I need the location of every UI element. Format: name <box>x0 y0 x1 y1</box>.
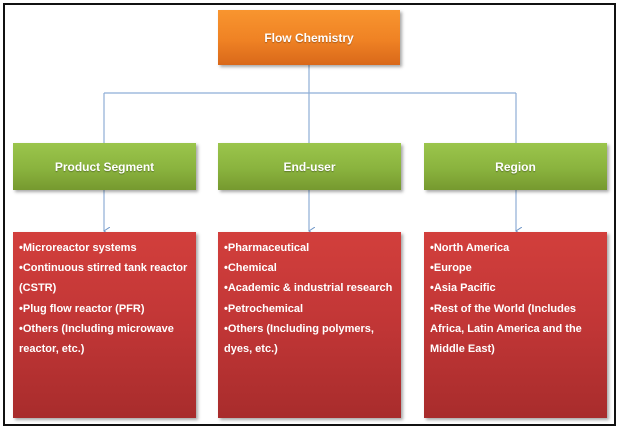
bullet-icon: • <box>19 262 23 275</box>
bullet-icon: • <box>19 322 23 335</box>
list-item: •North America <box>430 238 601 258</box>
list-node-product-segment: •Microreactor systems •Continuous stirre… <box>13 232 196 418</box>
category-label: Product Segment <box>54 159 155 174</box>
bullet-icon: • <box>430 282 434 295</box>
list-item-text: Chemical <box>227 262 277 275</box>
list-item-text: Continuous stirred tank reactor (CSTR) <box>19 262 188 295</box>
list-item: •Others (Including microwave reactor, et… <box>19 319 190 359</box>
list-item: •Europe <box>430 258 601 278</box>
bullet-icon: • <box>224 302 228 315</box>
list-item: •Plug flow reactor (PFR) <box>19 299 190 319</box>
list-item-text: Others (Including polymers, dyes, etc.) <box>224 322 374 356</box>
bullet-icon: • <box>224 262 228 275</box>
list-item: •Microreactor systems <box>19 238 190 258</box>
bullet-icon: • <box>430 302 434 315</box>
list-item-text: Pharmaceutical <box>227 242 310 254</box>
category-label: End-user <box>283 159 336 174</box>
list-item: •Continuous stirred tank reactor (CSTR) <box>19 258 190 298</box>
list-item: •Petrochemical <box>224 299 395 319</box>
list-item-text: Academic & industrial research <box>227 282 393 295</box>
diagram-frame <box>3 3 616 426</box>
bullet-icon: • <box>224 322 228 335</box>
list-item-text: Plug flow reactor (PFR) <box>22 302 145 315</box>
list-item-text: Rest of the World (Includes Africa, Lati… <box>430 302 582 356</box>
list-item: •Pharmaceutical <box>224 238 395 258</box>
bullet-icon: • <box>19 242 23 254</box>
list-item-text: Asia Pacific <box>433 282 496 295</box>
category-node-end-user: End-user <box>218 143 401 190</box>
bullet-icon: • <box>224 242 228 254</box>
category-node-region: Region <box>424 143 607 190</box>
category-node-product-segment: Product Segment <box>13 143 196 190</box>
list-node-region: •North America •Europe •Asia Pacific •Re… <box>424 232 607 418</box>
category-label: Region <box>495 159 536 174</box>
bullet-icon: • <box>430 262 434 275</box>
bullet-icon: • <box>19 302 23 315</box>
list-item-text: Europe <box>433 262 472 275</box>
list-item-text: Petrochemical <box>227 302 304 315</box>
list-item-text: North America <box>433 242 510 254</box>
root-node-flow-chemistry: Flow Chemistry <box>218 10 400 65</box>
list-item: •Rest of the World (Includes Africa, Lat… <box>430 299 601 360</box>
bullet-icon: • <box>224 282 228 295</box>
list-item-text: Others (Including microwave reactor, etc… <box>19 322 174 356</box>
list-item: •Others (Including polymers, dyes, etc.) <box>224 319 395 359</box>
list-item: •Asia Pacific <box>430 278 601 298</box>
list-item: •Academic & industrial research <box>224 278 395 298</box>
root-node-label: Flow Chemistry <box>264 30 354 45</box>
list-node-end-user: •Pharmaceutical •Chemical •Academic & in… <box>218 232 401 418</box>
bullet-icon: • <box>430 242 434 254</box>
list-item-text: Microreactor systems <box>22 242 137 254</box>
list-item: •Chemical <box>224 258 395 278</box>
